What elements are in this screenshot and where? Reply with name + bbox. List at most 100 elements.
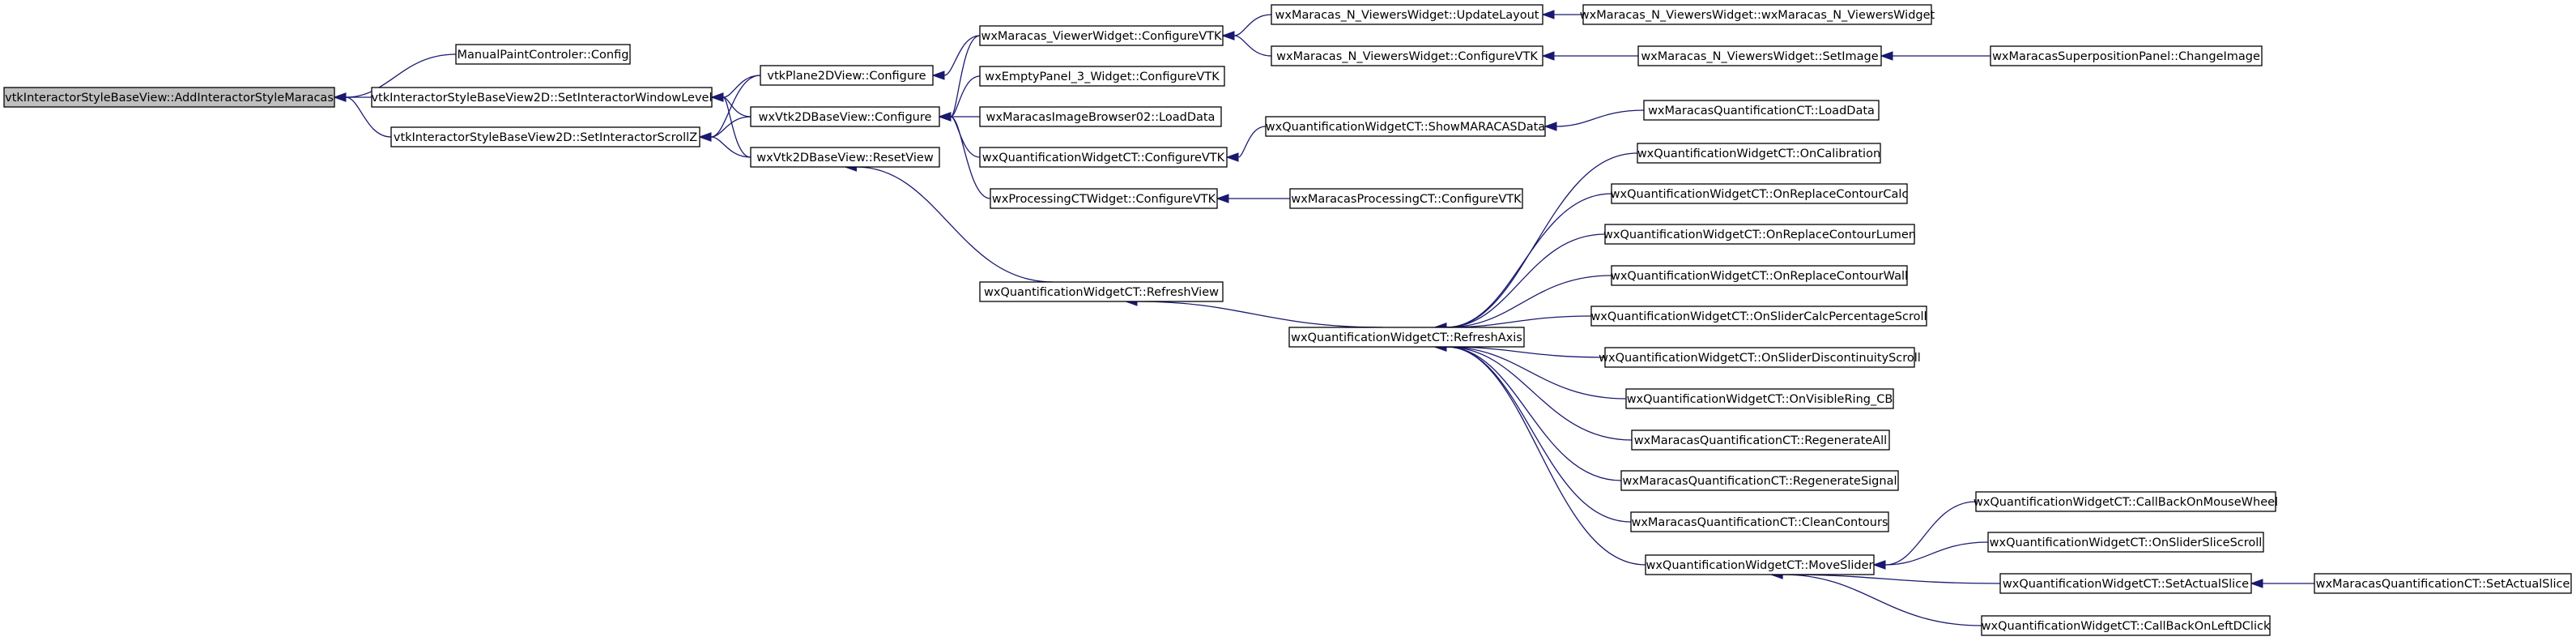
node-wxquantificationwidgetct-onsliderslicescroll[interactable]: wxQuantificationWidgetCT::OnSliderSliceS… [1987,532,2264,553]
call-edge [1446,193,1612,328]
node-box [1289,188,1523,209]
node-box [390,126,700,147]
node-wxmaracas-viewerwidget-configurevtk[interactable]: wxMaracas_ViewerWidget::ConfigureVTK [979,25,1224,46]
edge-arrowhead [1216,194,1229,203]
edge-n14-to-n7 [1221,31,1272,57]
edge-arrowhead [1880,51,1893,61]
node-wxquantificationwidgetct-oncalibration[interactable]: wxQuantificationWidgetCT::OnCalibration [1637,143,1881,164]
node-label: wxQuantificationWidgetCT::OnReplaceConto… [1603,229,1916,241]
edge-n16-to-n11 [1216,194,1290,203]
call-edge [1782,574,1982,626]
node-wxvtk2dbaseview-resetview[interactable]: wxVtk2DBaseView::ResetView [750,147,940,168]
call-edge [1233,35,1272,57]
node-wxquantificationwidgetct-onreplacecontourcalc[interactable]: wxQuantificationWidgetCT::OnReplaceConto… [1611,183,1909,204]
edge-n21-to-n15 [1543,109,1645,131]
node-wxquantificationwidgetct-onreplacecontourwall[interactable]: wxQuantificationWidgetCT::OnReplaceConto… [1611,265,1908,286]
node-label: wxMaracas_N_ViewersWidget::UpdateLayout [1275,9,1539,22]
node-vtkinteractorstylebaseview2d-setinteractorwindowlevel[interactable]: vtkInteractorStyleBaseView2D::SetInterac… [371,87,713,108]
node-wxmaracasquantificationct-regeneratesignal[interactable]: wxMaracasQuantificationCT::RegenerateSig… [1620,470,1899,491]
call-edge [1884,501,1977,566]
node-wxmaracas-n-viewerswidget-updatelayout[interactable]: wxMaracas_N_ViewersWidget::UpdateLayout [1271,4,1543,25]
node-label: ManualPaintControler::Config [458,49,629,62]
node-box [1582,4,1932,25]
node-wxquantificationwidgetct-setactualslice[interactable]: wxQuantificationWidgetCT::SetActualSlice [1999,573,2252,594]
node-wxmaracasquantificationct-setactualslice[interactable]: wxMaracasQuantificationCT::SetActualSlic… [2314,573,2572,594]
node-label: wxMaracas_N_ViewersWidget::SetImage [1641,50,1878,63]
node-wxmaracasquantificationct-regenerateall[interactable]: wxMaracasQuantificationCT::RegenerateAll [1631,429,1890,451]
node-box [750,147,940,168]
node-wxquantificationwidgetct-showmaracasdata[interactable]: wxQuantificationWidgetCT::ShowMARACASDat… [1265,116,1546,137]
node-box [979,281,1224,302]
node-box [1604,224,1915,245]
node-box [371,87,713,108]
node-wxmaracasquantificationct-loaddata[interactable]: wxMaracasQuantificationCT::LoadData [1643,100,1880,121]
node-wxquantificationwidgetct-moveslider[interactable]: wxQuantificationWidgetCT::MoveSlider [1645,554,1875,575]
node-label: wxMaracasSuperpositionPanel::ChangeImage [1992,50,2260,63]
node-wxmaracasquantificationct-cleancontours[interactable]: wxMaracasQuantificationCT::CleanContours [1630,511,1889,532]
edge-n31-to-n17 [1433,342,1632,523]
node-wxemptypanel-3-widget-configurevtk[interactable]: wxEmptyPanel_3_Widget::ConfigureVTK [979,66,1225,87]
node-wxmaracas-n-viewerswidget-configurevtk[interactable]: wxMaracas_N_ViewersWidget::ConfigureVTK [1271,45,1543,66]
node-label: wxMaracasQuantificationCT::SetActualSlic… [2316,578,2570,591]
node-wxmaracas-n-viewerswidget-setimage[interactable]: wxMaracas_N_ViewersWidget::SetImage [1637,45,1882,66]
node-box [1271,4,1543,25]
node-wxquantificationwidgetct-refreshaxis[interactable]: wxQuantificationWidgetCT::RefreshAxis [1288,327,1525,348]
call-edge [1884,541,1989,566]
edge-n18-to-n13 [1541,10,1583,19]
node-label: wxQuantificationWidgetCT::OnVisibleRing_… [1627,393,1893,406]
node-wxmaracasimagebrowser02-loaddata[interactable]: wxMaracasImageBrowser02::LoadData [979,106,1222,127]
node-wxprocessingctwidget-configurevtk[interactable]: wxProcessingCTWidget::ConfigureVTK [990,188,1218,209]
call-edge [943,35,981,76]
node-wxquantificationwidgetct-onvisiblering-cb[interactable]: wxQuantificationWidgetCT::OnVisibleRing_… [1625,388,1894,409]
call-edge [1237,126,1267,158]
node-wxquantificationwidgetct-onreplacecontourlumen[interactable]: wxQuantificationWidgetCT::OnReplaceConto… [1603,224,1916,245]
node-wxquantificationwidgetct-configurevtk[interactable]: wxQuantificationWidgetCT::ConfigureVTK [979,147,1228,168]
edge-n32-to-n17 [1433,342,1646,566]
edge-n19-to-n14 [1541,51,1638,61]
node-wxquantificationwidgetct-refreshview[interactable]: wxQuantificationWidgetCT::RefreshView [979,281,1224,302]
edge-arrowhead [698,132,712,142]
node-wxvtk2dbaseview-configure[interactable]: wxVtk2DBaseView::Configure [750,106,940,127]
node-wxmaracassuperpositionpanel-changeimage[interactable]: wxMaracasSuperpositionPanel::ChangeImage [1990,45,2263,66]
node-label: wxMaracasQuantificationCT::LoadData [1648,105,1875,118]
edge-n36-to-n32 [1769,570,1982,626]
node-label: vtkInteractorStyleBaseView2D::SetInterac… [371,92,712,105]
edge-arrowhead [1221,31,1235,41]
call-edge [950,116,981,158]
node-wxmaracasprocessingct-configurevtk[interactable]: wxMaracasProcessingCT::ConfigureVTK [1289,188,1523,209]
node-wxquantificationwidgetct-callbackonmousewheel[interactable]: wxQuantificationWidgetCT::CallBackOnMous… [1974,491,2278,512]
node-label: wxMaracasQuantificationCT::CleanContours [1631,516,1888,529]
node-manualpaintcontroler-config[interactable]: ManualPaintControler::Config [455,44,631,65]
node-box [1645,554,1875,575]
node-label: wxQuantificationWidgetCT::ShowMARACASDat… [1266,121,1545,134]
edge-arrowhead [710,92,724,102]
edge-n28-to-n17 [1433,342,1627,400]
node-vtkinteractorstylebaseview2d-setinteractorscrollz[interactable]: vtkInteractorStyleBaseView2D::SetInterac… [390,126,700,147]
call-edge [1446,346,1632,523]
node-wxquantificationwidgetct-onslidercalcpercentagescroll[interactable]: wxQuantificationWidgetCT::OnSliderCalcPe… [1590,306,1927,327]
edge-n33-to-n32 [1872,501,1977,570]
call-edge [710,136,752,158]
node-label: wxQuantificationWidgetCT::CallBackOnMous… [1974,496,2278,509]
call-edge [950,35,981,118]
edge-n24-to-n17 [1433,233,1606,332]
call-nodes: vtkInteractorStyleBaseView::AddInteracto… [3,4,2572,636]
node-wxquantificationwidgetct-onsliderdiscontinuityscroll[interactable]: wxQuantificationWidgetCT::OnSliderDiscon… [1599,347,1921,368]
node-label: wxQuantificationWidgetCT::SetActualSlice [2003,578,2249,591]
node-wxquantificationwidgetct-callbackonleftdclick[interactable]: wxQuantificationWidgetCT::CallBackOnLeft… [1981,615,2271,636]
node-label: wxQuantificationWidgetCT::RefreshAxis [1291,331,1522,344]
node-label: wxQuantificationWidgetCT::OnSliderDiscon… [1599,352,1921,365]
edge-n12-to-n6 [844,162,1054,283]
edge-n37-to-n35 [2250,579,2314,588]
node-vtkinteractorstylebaseview-addinteractorstylemaracas[interactable]: vtkInteractorStyleBaseView::AddInteracto… [3,87,335,108]
node-wxmaracas-n-viewerswidget-wxmaracas-n-viewerswidget[interactable]: wxMaracas_N_ViewersWidget::wxMaracas_N_V… [1580,4,1935,25]
node-label: wxMaracasQuantificationCT::RegenerateSig… [1623,475,1897,488]
node-box [3,87,335,108]
node-label: wxVtk2DBaseView::Configure [759,111,932,124]
node-box [2314,573,2572,594]
node-box [1637,45,1882,66]
node-box [1288,327,1525,348]
node-vtkplane2dview-configure[interactable]: vtkPlane2DView::Configure [760,65,934,86]
edge-arrowhead [1541,10,1555,19]
node-box [1611,265,1908,286]
